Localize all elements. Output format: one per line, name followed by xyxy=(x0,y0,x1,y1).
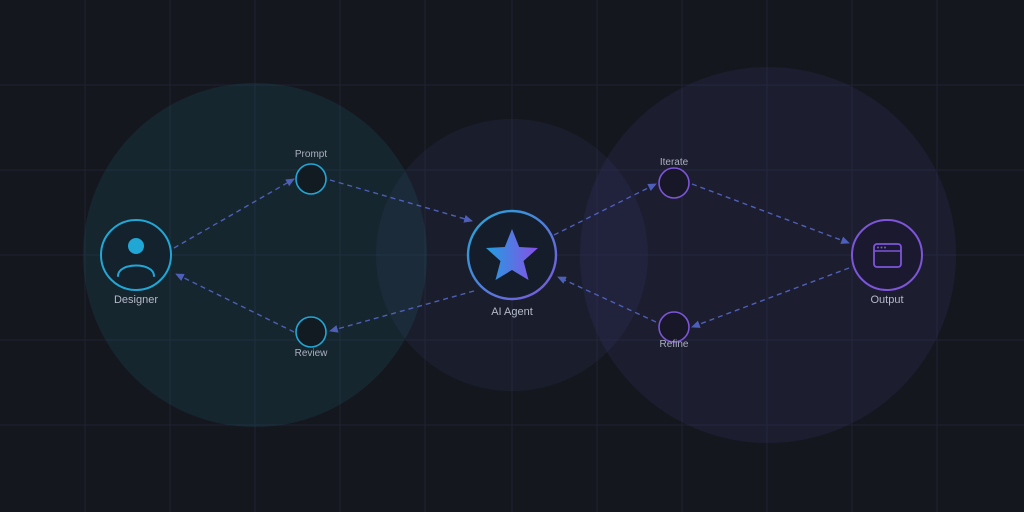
designer-node[interactable] xyxy=(100,219,172,291)
browser-window-icon xyxy=(873,243,902,268)
connector-review-designer xyxy=(175,273,295,333)
user-icon xyxy=(117,238,155,277)
iterate-node[interactable] xyxy=(658,167,690,199)
connector-iterate-output xyxy=(691,183,850,244)
agent-node[interactable] xyxy=(466,209,558,301)
refine-node[interactable] xyxy=(658,311,690,343)
review-node[interactable] xyxy=(295,316,327,348)
designer-label: Designer xyxy=(113,294,159,306)
connectors xyxy=(173,178,850,333)
agent-label: AI Agent xyxy=(491,306,533,318)
designer-zone xyxy=(83,83,427,427)
output-zone xyxy=(580,67,956,443)
connector-prompt-agent xyxy=(329,179,473,223)
output-label: Output xyxy=(870,294,904,306)
refine-label: Refine xyxy=(659,339,689,350)
connector-output-refine xyxy=(691,267,850,328)
star-icon xyxy=(486,229,538,280)
connector-agent-review xyxy=(329,290,475,333)
connector-agent-iterate xyxy=(553,183,657,236)
iterate-label: Iterate xyxy=(659,157,689,168)
review-label: Review xyxy=(294,348,328,359)
output-node[interactable] xyxy=(851,219,923,291)
prompt-node[interactable] xyxy=(295,163,327,195)
prompt-label: Prompt xyxy=(294,149,328,160)
